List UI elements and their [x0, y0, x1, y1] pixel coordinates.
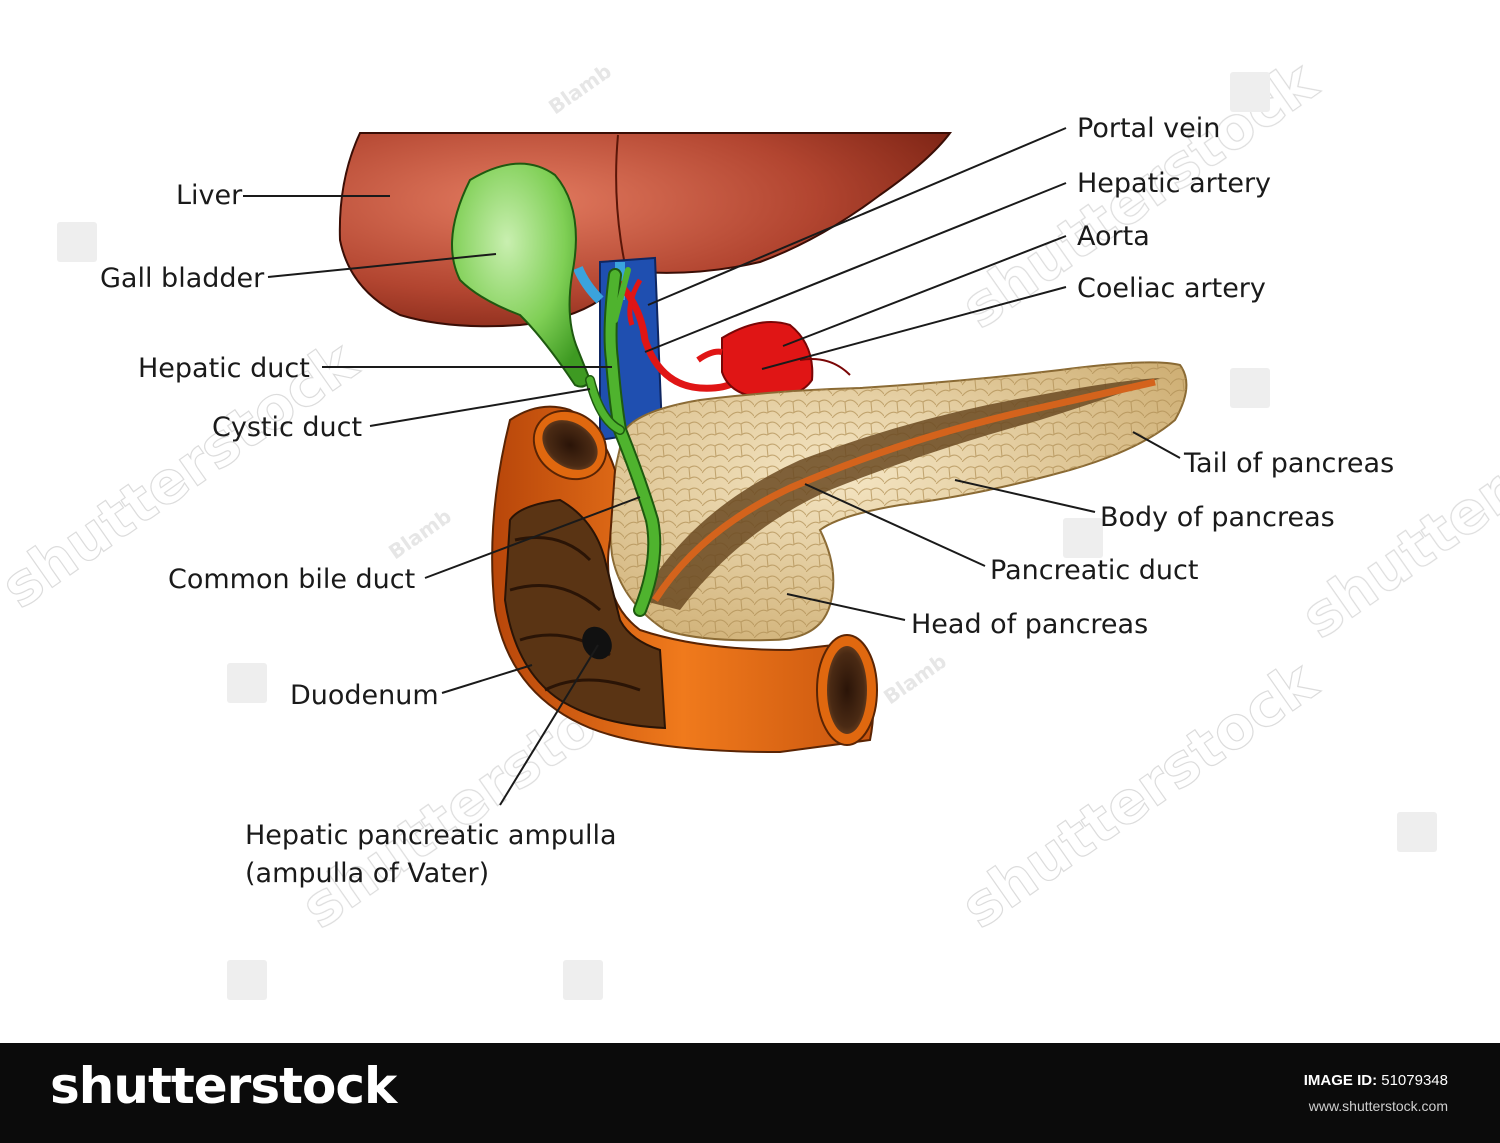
label-common-bile-duct: Common bile duct: [168, 564, 415, 595]
watermark-text: shutterstock: [949, 647, 1330, 942]
label-hepatic-duct: Hepatic duct: [138, 353, 310, 384]
footer-bar: shutterstock IMAGE ID: 51079348 www.shut…: [0, 1043, 1500, 1143]
artist-watermark: Blamb: [544, 59, 616, 119]
image-id-value: 51079348: [1381, 1072, 1448, 1089]
site-url: www.shutterstock.com: [1309, 1098, 1448, 1114]
artist-watermark: Blamb: [879, 649, 951, 709]
label-tail-of-pancreas: Tail of pancreas: [1183, 448, 1394, 479]
pancreas-anatomy-diagram: shutterstock shutterstock shutterstock s…: [0, 0, 1500, 1043]
label-hepatic-artery: Hepatic artery: [1077, 168, 1271, 199]
label-head-of-pancreas: Head of pancreas: [911, 609, 1148, 640]
label-cystic-duct: Cystic duct: [212, 412, 362, 443]
label-pancreatic-duct: Pancreatic duct: [990, 555, 1198, 586]
label-ampulla-line1: Hepatic pancreatic ampulla: [245, 820, 617, 851]
label-coeliac-artery: Coeliac artery: [1077, 273, 1266, 304]
label-aorta: Aorta: [1077, 221, 1150, 252]
image-id-label: IMAGE ID:: [1304, 1072, 1377, 1089]
image-id: IMAGE ID: 51079348: [1304, 1072, 1448, 1089]
artist-watermark: Blamb: [384, 504, 456, 564]
label-gall-bladder: Gall bladder: [100, 263, 265, 294]
label-liver: Liver: [176, 180, 243, 211]
label-body-of-pancreas: Body of pancreas: [1100, 502, 1335, 533]
label-duodenum: Duodenum: [290, 680, 439, 711]
label-ampulla-line2: (ampulla of Vater): [245, 858, 489, 889]
label-portal-vein: Portal vein: [1077, 113, 1220, 144]
gall-bladder: [452, 164, 590, 387]
brand-logo: shutterstock: [50, 1057, 396, 1115]
